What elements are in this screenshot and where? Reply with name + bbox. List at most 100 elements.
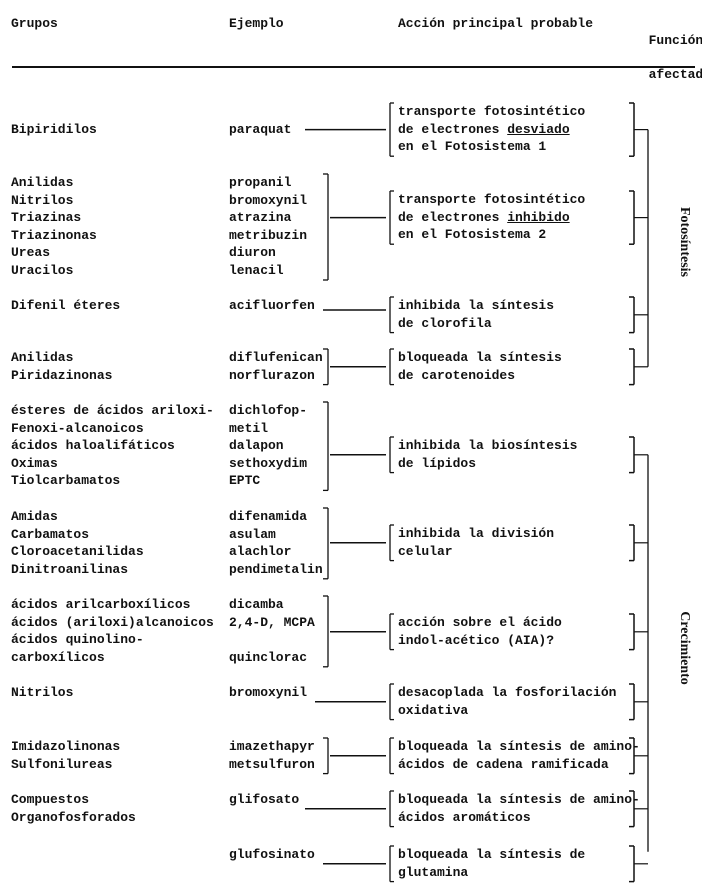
group-name: Organofosforados [11, 809, 136, 825]
group-name: ácidos arilcarboxílicos [11, 597, 191, 612]
header-action: Acción principal probable [398, 16, 594, 31]
action-line: desacoplada la fosforilación [398, 685, 616, 701]
action-line: celular [398, 544, 453, 560]
action-line: indol-acético (AIA)? [398, 633, 554, 649]
header-rule [12, 66, 695, 68]
action-line: bloqueada la síntesis de amino- [398, 739, 640, 755]
action-line: en el Fotosistema 1 [398, 139, 546, 155]
action-text: de clorofila [398, 315, 492, 331]
action-text: transporte fotosintético [398, 192, 586, 207]
example-name: propanil [229, 175, 292, 190]
example-name: sethoxydim [229, 455, 308, 471]
example-name: dichlofop- [229, 403, 308, 418]
example-name: EPTC [229, 473, 261, 489]
action-line: transporte fotosintético [398, 104, 585, 120]
action-text: ácidos de cadena ramificada [398, 756, 609, 772]
group-name: Carbamatos [11, 526, 90, 542]
action-text: celular [398, 543, 453, 559]
example-name: bromoxynil [229, 685, 308, 700]
group-name: ácidos quinolino- [11, 632, 144, 648]
example-name: bromoxynil [229, 192, 308, 208]
action-line: de carotenoides [398, 368, 515, 384]
action-text: transporte fotosintético [398, 104, 586, 119]
action-text: indol-acético (AIA)? [398, 632, 555, 648]
group-name: Nitrilos [11, 192, 74, 208]
action-line: bloqueada la síntesis [398, 350, 562, 366]
action-text: acción sobre el ácido [398, 615, 562, 630]
action-text: en el Fotosistema 2 [398, 227, 547, 243]
action-line: en el Fotosistema 2 [398, 227, 546, 243]
group-name: Nitrilos [11, 685, 74, 700]
action-line: ácidos aromáticos [398, 810, 531, 826]
action-line: de clorofila [398, 316, 492, 332]
action-line: bloqueada la síntesis de amino- [398, 792, 640, 808]
group-name: Tiolcarbamatos [11, 473, 121, 489]
action-text: de carotenoides [398, 367, 516, 383]
example-name: diuron [229, 245, 276, 261]
group-name: ácidos (ariloxi)alcanoicos [11, 614, 214, 630]
group-name: Amidas [11, 509, 58, 524]
example-name: dalapon [229, 438, 284, 454]
example-name: metil [229, 420, 269, 436]
group-name: Difenil éteres [11, 298, 121, 313]
action-text: oxidativa [398, 702, 469, 718]
example-name: norflurazon [229, 367, 315, 383]
header-function: Función afectada [633, 15, 702, 83]
action-text: inhibida la división [398, 526, 555, 541]
group-name: Anilidas [11, 175, 74, 190]
header-groups: Grupos [11, 16, 58, 31]
action-line: de lípidos [398, 456, 476, 472]
example-name: dicamba [229, 597, 284, 612]
action-line: bloqueada la síntesis de [398, 847, 585, 863]
action-text: de electrones [398, 121, 508, 137]
action-text: inhibida la síntesis [398, 298, 555, 313]
action-text: de lípidos [398, 455, 477, 471]
group-name: Piridazinonas [11, 367, 113, 383]
action-text: inhibida la biosíntesis [398, 438, 578, 453]
action-underlined-word: inhibido [507, 209, 570, 225]
action-line: de electrones desviado [398, 122, 570, 138]
group-name: Compuestos [11, 792, 90, 807]
group-name: Uracilos [11, 263, 74, 278]
example-name: diflufenican [229, 350, 323, 365]
group-name: Oximas [11, 455, 58, 471]
action-text: bloqueada la síntesis de amino- [398, 792, 640, 807]
group-name: Dinitroanilinas [11, 561, 129, 577]
group-name: Fenoxi-alcanoicos [11, 420, 144, 436]
action-text: en el Fotosistema 1 [398, 139, 547, 155]
group-name: Triazinas [11, 210, 82, 226]
action-line: inhibida la síntesis [398, 298, 554, 314]
action-text: glutamina [398, 864, 469, 880]
action-text: bloqueada la síntesis de amino- [398, 739, 640, 754]
group-name: ácidos haloalifáticos [11, 438, 175, 454]
example-name: paraquat [229, 122, 292, 137]
header-function-line2: afectada [648, 67, 702, 82]
group-name: Sulfonilureas [11, 756, 113, 772]
example-name: imazethapyr [229, 739, 315, 754]
example-name: metsulfuron [229, 756, 315, 772]
group-name: Imidazolinonas [11, 739, 121, 754]
action-line: inhibida la biosíntesis [398, 438, 577, 454]
header-example: Ejemplo [229, 16, 284, 31]
action-line: oxidativa [398, 703, 468, 719]
example-name: 2,4-D, MCPA [229, 614, 315, 630]
function-label-growth: Crecimiento [677, 611, 692, 685]
example-name: atrazina [229, 210, 292, 226]
example-name: lenacil [229, 263, 284, 278]
action-line: ácidos de cadena ramificada [398, 757, 609, 773]
example-name: asulam [229, 526, 276, 542]
action-text: desacoplada la fosforilación [398, 685, 617, 700]
header-function-line1: Función [648, 33, 702, 48]
example-name: metribuzin [229, 227, 308, 243]
example-name: glufosinato [229, 847, 315, 862]
group-name: Anilidas [11, 350, 74, 365]
action-line: inhibida la división [398, 526, 554, 542]
example-name: alachlor [229, 544, 292, 560]
action-line: glutamina [398, 865, 468, 881]
group-name: Cloroacetanilidas [11, 544, 144, 560]
action-text: bloqueada la síntesis [398, 350, 562, 365]
example-name: glifosato [229, 792, 300, 807]
action-text: ácidos aromáticos [398, 809, 531, 825]
action-line: transporte fotosintético [398, 192, 585, 208]
